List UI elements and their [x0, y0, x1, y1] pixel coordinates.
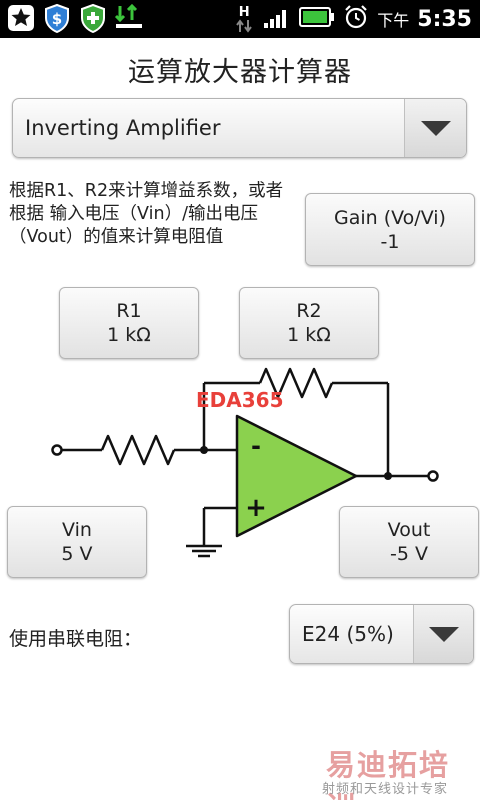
op-amp-symbol — [235, 414, 358, 538]
non-inverting-input-sign: + — [245, 493, 267, 523]
series-resistor-dropdown[interactable]: E24 (5%) — [289, 604, 474, 664]
junction-dot — [200, 446, 208, 454]
gain-label: Gain (Vo/Vi) — [334, 206, 446, 229]
brand-watermark-subtitle: 射频和天线设计专家 — [322, 782, 449, 797]
gain-button[interactable]: Gain (Vo/Vi) -1 — [305, 193, 475, 266]
circuit-type-selected: Inverting Amplifier — [25, 116, 221, 140]
inverting-amplifier-schematic: - + — [51, 367, 439, 558]
chevron-down-icon[interactable] — [413, 605, 473, 663]
r1-button[interactable]: R1 1 kΩ — [59, 287, 199, 359]
gain-value: -1 — [380, 230, 400, 253]
brand-watermark: 易迪拓培训 — [326, 748, 451, 800]
battery-icon — [299, 6, 335, 32]
clock-time: 5:35 — [417, 6, 472, 32]
vin-button[interactable]: Vin 5 V — [7, 506, 147, 578]
r2-value: 1 kΩ — [287, 324, 331, 346]
system-status: H — [233, 0, 472, 38]
time-period: 下午 — [377, 11, 410, 30]
download-upload-icon — [114, 3, 144, 33]
alarm-clock-icon — [343, 4, 369, 34]
chevron-down-icon[interactable] — [404, 99, 466, 157]
r2-button[interactable]: R2 1 kΩ — [239, 287, 379, 359]
output-terminal — [427, 470, 439, 482]
input-terminal — [51, 444, 63, 456]
page-title: 运算放大器计算器 — [128, 57, 352, 88]
junction-dot — [384, 472, 392, 480]
signal-strength-icon — [263, 5, 291, 33]
vout-button[interactable]: Vout -5 V — [339, 506, 479, 578]
r2-resistor-symbol — [258, 367, 334, 399]
network-badge: H — [238, 4, 250, 20]
vin-label: Vin — [62, 519, 92, 541]
r1-label: R1 — [116, 300, 142, 322]
inverting-input-sign: - — [251, 432, 261, 460]
status-bar: $ H — [0, 0, 480, 38]
hspa-data-icon: H — [233, 6, 255, 33]
r1-resistor-symbol — [100, 434, 176, 466]
r2-label: R2 — [296, 300, 322, 322]
notification-icons: $ — [6, 3, 144, 33]
eda-watermark: EDA365 — [196, 388, 284, 412]
security-shield-icon: $ — [42, 3, 72, 33]
r1-value: 1 kΩ — [107, 324, 151, 346]
ground-icon — [186, 544, 222, 558]
star-app-icon — [6, 3, 36, 33]
vin-value: 5 V — [61, 543, 93, 565]
vout-label: Vout — [387, 519, 431, 541]
series-resistor-label: 使用串联电阻： — [9, 628, 143, 650]
description-text: 根据R1、R2来计算增益系数，或者根据 输入电压（Vin）/输出电压（Vout）… — [9, 181, 284, 247]
vout-value: -5 V — [390, 543, 428, 565]
svg-text:$: $ — [52, 10, 62, 28]
circuit-type-dropdown[interactable]: Inverting Amplifier — [12, 98, 467, 158]
series-resistor-selected: E24 (5%) — [302, 622, 394, 646]
health-shield-icon — [78, 3, 108, 33]
